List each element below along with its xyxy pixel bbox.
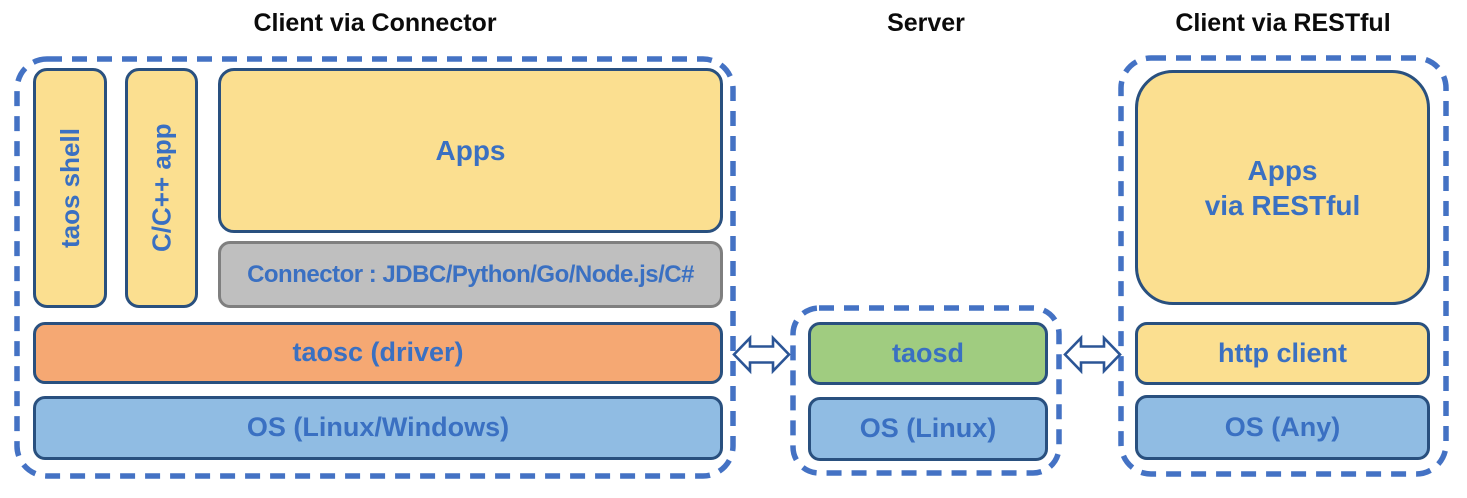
box-taos-shell: taos shell (33, 68, 107, 308)
box-taosc-driver: taosc (driver) (33, 322, 723, 384)
box-os-linux-windows: OS (Linux/Windows) (33, 396, 723, 460)
box-connector-jdbc-python-go-nodejs-csharp: Connector : JDBC/Python/Go/Node.js/C# (218, 241, 723, 308)
client-restful-title: Client via RESTful (1175, 9, 1391, 37)
box-http-client: http client (1135, 322, 1430, 385)
box-os-any: OS (Any) (1135, 395, 1430, 460)
client-restful-group-outline (1118, 55, 1449, 477)
client-connector-group-outline (14, 56, 736, 479)
left-right-arrow-icon (1063, 334, 1122, 375)
left-right-arrow-icon (732, 334, 791, 375)
box-apps: Apps (218, 68, 723, 233)
server-group-outline (790, 305, 1062, 476)
box-apps-via-restful: Apps via RESTful (1135, 70, 1430, 305)
box-os-linux: OS (Linux) (808, 397, 1048, 461)
box-taosd: taosd (808, 322, 1048, 385)
server-title: Server (887, 9, 965, 37)
box-cpp-app: C/C++ app (125, 68, 198, 308)
client-connector-title: Client via Connector (253, 9, 497, 37)
